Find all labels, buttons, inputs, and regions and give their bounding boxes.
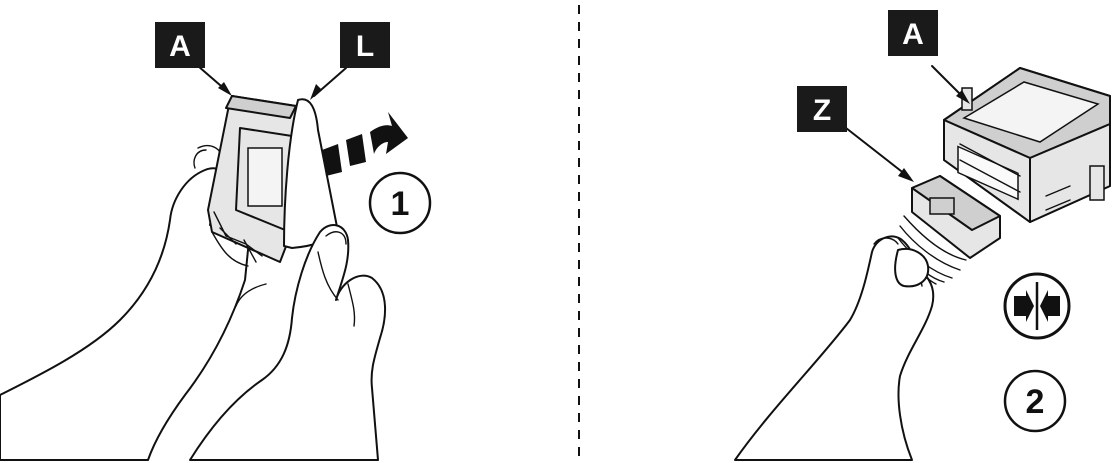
label-z-text: Z [813,94,831,127]
label-z: Z [797,86,847,132]
pointer-l-head [310,84,322,100]
step-1-badge: 1 [370,173,430,233]
label-l: L [340,22,390,68]
label-a-right-text: A [902,18,924,51]
right-panel: A Z 2 [735,10,1110,460]
peel-arrows-icon [322,112,408,176]
left-panel: A L 1 [0,22,430,460]
label-a-left-text: A [169,30,191,63]
label-a-right: A [888,10,938,56]
push-together-icon [1005,274,1069,338]
thumb [895,249,928,286]
label-a-left: A [155,22,205,68]
step-2-number: 2 [1026,383,1045,421]
label-l-text: L [356,30,374,63]
pointer-z [846,128,910,178]
step-2-badge: 2 [1005,371,1065,431]
step-1-number: 1 [391,185,410,223]
